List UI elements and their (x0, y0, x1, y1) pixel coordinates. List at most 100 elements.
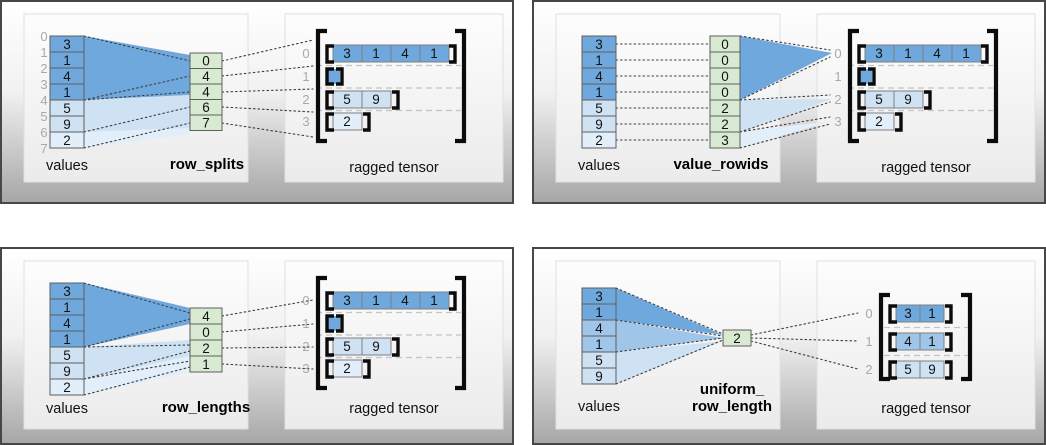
param-cell-text: 4 (202, 69, 210, 84)
tensor-cell-text: 9 (372, 92, 380, 107)
tensor-panel-bg (816, 13, 1036, 183)
values-cell-text: 5 (595, 101, 603, 116)
fan-shape-dark (84, 283, 190, 347)
tensor-cell-text: 4 (401, 46, 409, 61)
tensor-cell-text: 3 (904, 306, 912, 321)
tensor-cell (419, 44, 450, 63)
row-index-label: 1 (865, 334, 872, 349)
values-cell-text: 1 (595, 53, 603, 68)
tensor-cell-text: 5 (904, 362, 912, 377)
row-index-label: 1 (302, 69, 309, 84)
tensor-cell (919, 360, 945, 379)
row-index-label: 2 (302, 92, 309, 107)
tensor-cell (332, 112, 363, 131)
row-index-label: 0 (834, 46, 841, 61)
param-cell-text: 2 (721, 117, 729, 132)
tensor-cell-text: 2 (343, 114, 351, 129)
dotted-connectors (83, 282, 314, 396)
value-index-label: 6 (40, 125, 47, 140)
values-label: values (46, 158, 88, 174)
value-index-label: 3 (40, 77, 47, 92)
param-cell-text: 0 (721, 53, 729, 68)
tensor-cell-text: 4 (401, 293, 409, 308)
param-cell-text: 0 (202, 54, 210, 69)
row-separators (848, 64, 993, 112)
values-cell-text: 4 (595, 321, 603, 336)
param-label: value_rowids (673, 156, 768, 173)
tensor-cell-text: 9 (904, 92, 912, 107)
tensor-cell (332, 359, 363, 378)
values-cell-text: 5 (63, 101, 71, 116)
values-cell-text: 2 (63, 380, 71, 395)
tensor-cell-text: 1 (904, 46, 912, 61)
tensor-cell-text: 9 (928, 362, 936, 377)
row-index-label: 3 (834, 114, 841, 129)
row-brackets (325, 291, 457, 379)
fan-shape-pale (740, 121, 832, 148)
dotted-connectors (83, 35, 314, 149)
values-cell (49, 131, 85, 149)
fan-shape-medium (616, 320, 723, 352)
values-cell-text: 2 (63, 133, 71, 148)
row-brackets (857, 44, 989, 132)
values-cell-text: 4 (63, 316, 71, 331)
tensor-cell-text: 2 (875, 114, 883, 129)
values-cell (581, 131, 617, 149)
fan-shape-dark (740, 36, 832, 100)
values-cell-text: 4 (63, 69, 71, 84)
dotted-connectors (615, 287, 859, 385)
values-cell-text: 3 (63, 284, 71, 299)
quadrant-row-lengths: 3 1 4 1 5 9 2 4 0 2 1 0 1 2 3 3 1 4 1 5 … (0, 247, 514, 445)
values-cell-text: 1 (595, 337, 603, 352)
values-cell-text: 5 (595, 353, 603, 368)
row-separators (884, 326, 968, 357)
empty-row-cell (328, 316, 340, 331)
tensor-panel-bg (284, 13, 504, 183)
row-index-label: 3 (302, 114, 309, 129)
value-index-label: 7 (40, 141, 47, 156)
empty-row-cell (860, 69, 872, 84)
param-cell-text: 4 (202, 309, 210, 324)
tensor-cell (864, 112, 895, 131)
param-label-line1: uniform_ (700, 381, 765, 398)
tensor-cell-text: 1 (430, 46, 438, 61)
outer-brackets (847, 28, 999, 144)
tensor-cell-text: 4 (933, 46, 941, 61)
param-cell-text: 4 (202, 85, 210, 100)
param-cell-text: 2 (202, 341, 210, 356)
fan-shape-light (84, 340, 190, 379)
value-index-label: 4 (40, 93, 47, 108)
values-cell-text: 1 (63, 85, 71, 100)
tensor-cell (361, 337, 392, 356)
row-brackets (888, 304, 953, 380)
tensor-cell-text: 1 (962, 46, 970, 61)
fan-shape-pale (84, 128, 190, 148)
tensor-cell-text: 2 (343, 361, 351, 376)
param-cell (722, 329, 752, 347)
empty-row-cell (328, 69, 340, 84)
tensor-cell-text: 5 (343, 339, 351, 354)
row-brackets (325, 44, 457, 132)
fan-shape-light (740, 99, 832, 132)
tensor-cell-text: 4 (904, 334, 912, 349)
quadrant-uniform-row-length: 3 1 4 1 5 9 2 0 1 2 3 1 4 1 5 9 values u… (532, 247, 1046, 445)
row-index-label: 0 (865, 306, 872, 321)
param-label-line2: row_length (692, 398, 772, 415)
tensor-cell-text: 5 (343, 92, 351, 107)
quadrant-row-splits: 0 1 2 3 4 5 6 7 3 1 4 1 5 9 2 0 4 4 6 7 … (0, 0, 514, 204)
value-index-label: 5 (40, 109, 47, 124)
tensor-cell (919, 332, 945, 351)
row-index-label: 2 (834, 92, 841, 107)
param-cell-text: 0 (721, 85, 729, 100)
outer-brackets (315, 28, 467, 144)
values-cell-text: 2 (595, 133, 603, 148)
value-index-label: 2 (40, 61, 47, 76)
values-cell-text: 1 (63, 300, 71, 315)
tensor-cell (419, 291, 450, 310)
value-index-label: 0 (40, 29, 47, 44)
tensor-cell (951, 44, 982, 63)
row-index-label: 2 (865, 362, 872, 377)
row-index-label: 0 (302, 293, 309, 308)
values-label: values (578, 399, 620, 415)
